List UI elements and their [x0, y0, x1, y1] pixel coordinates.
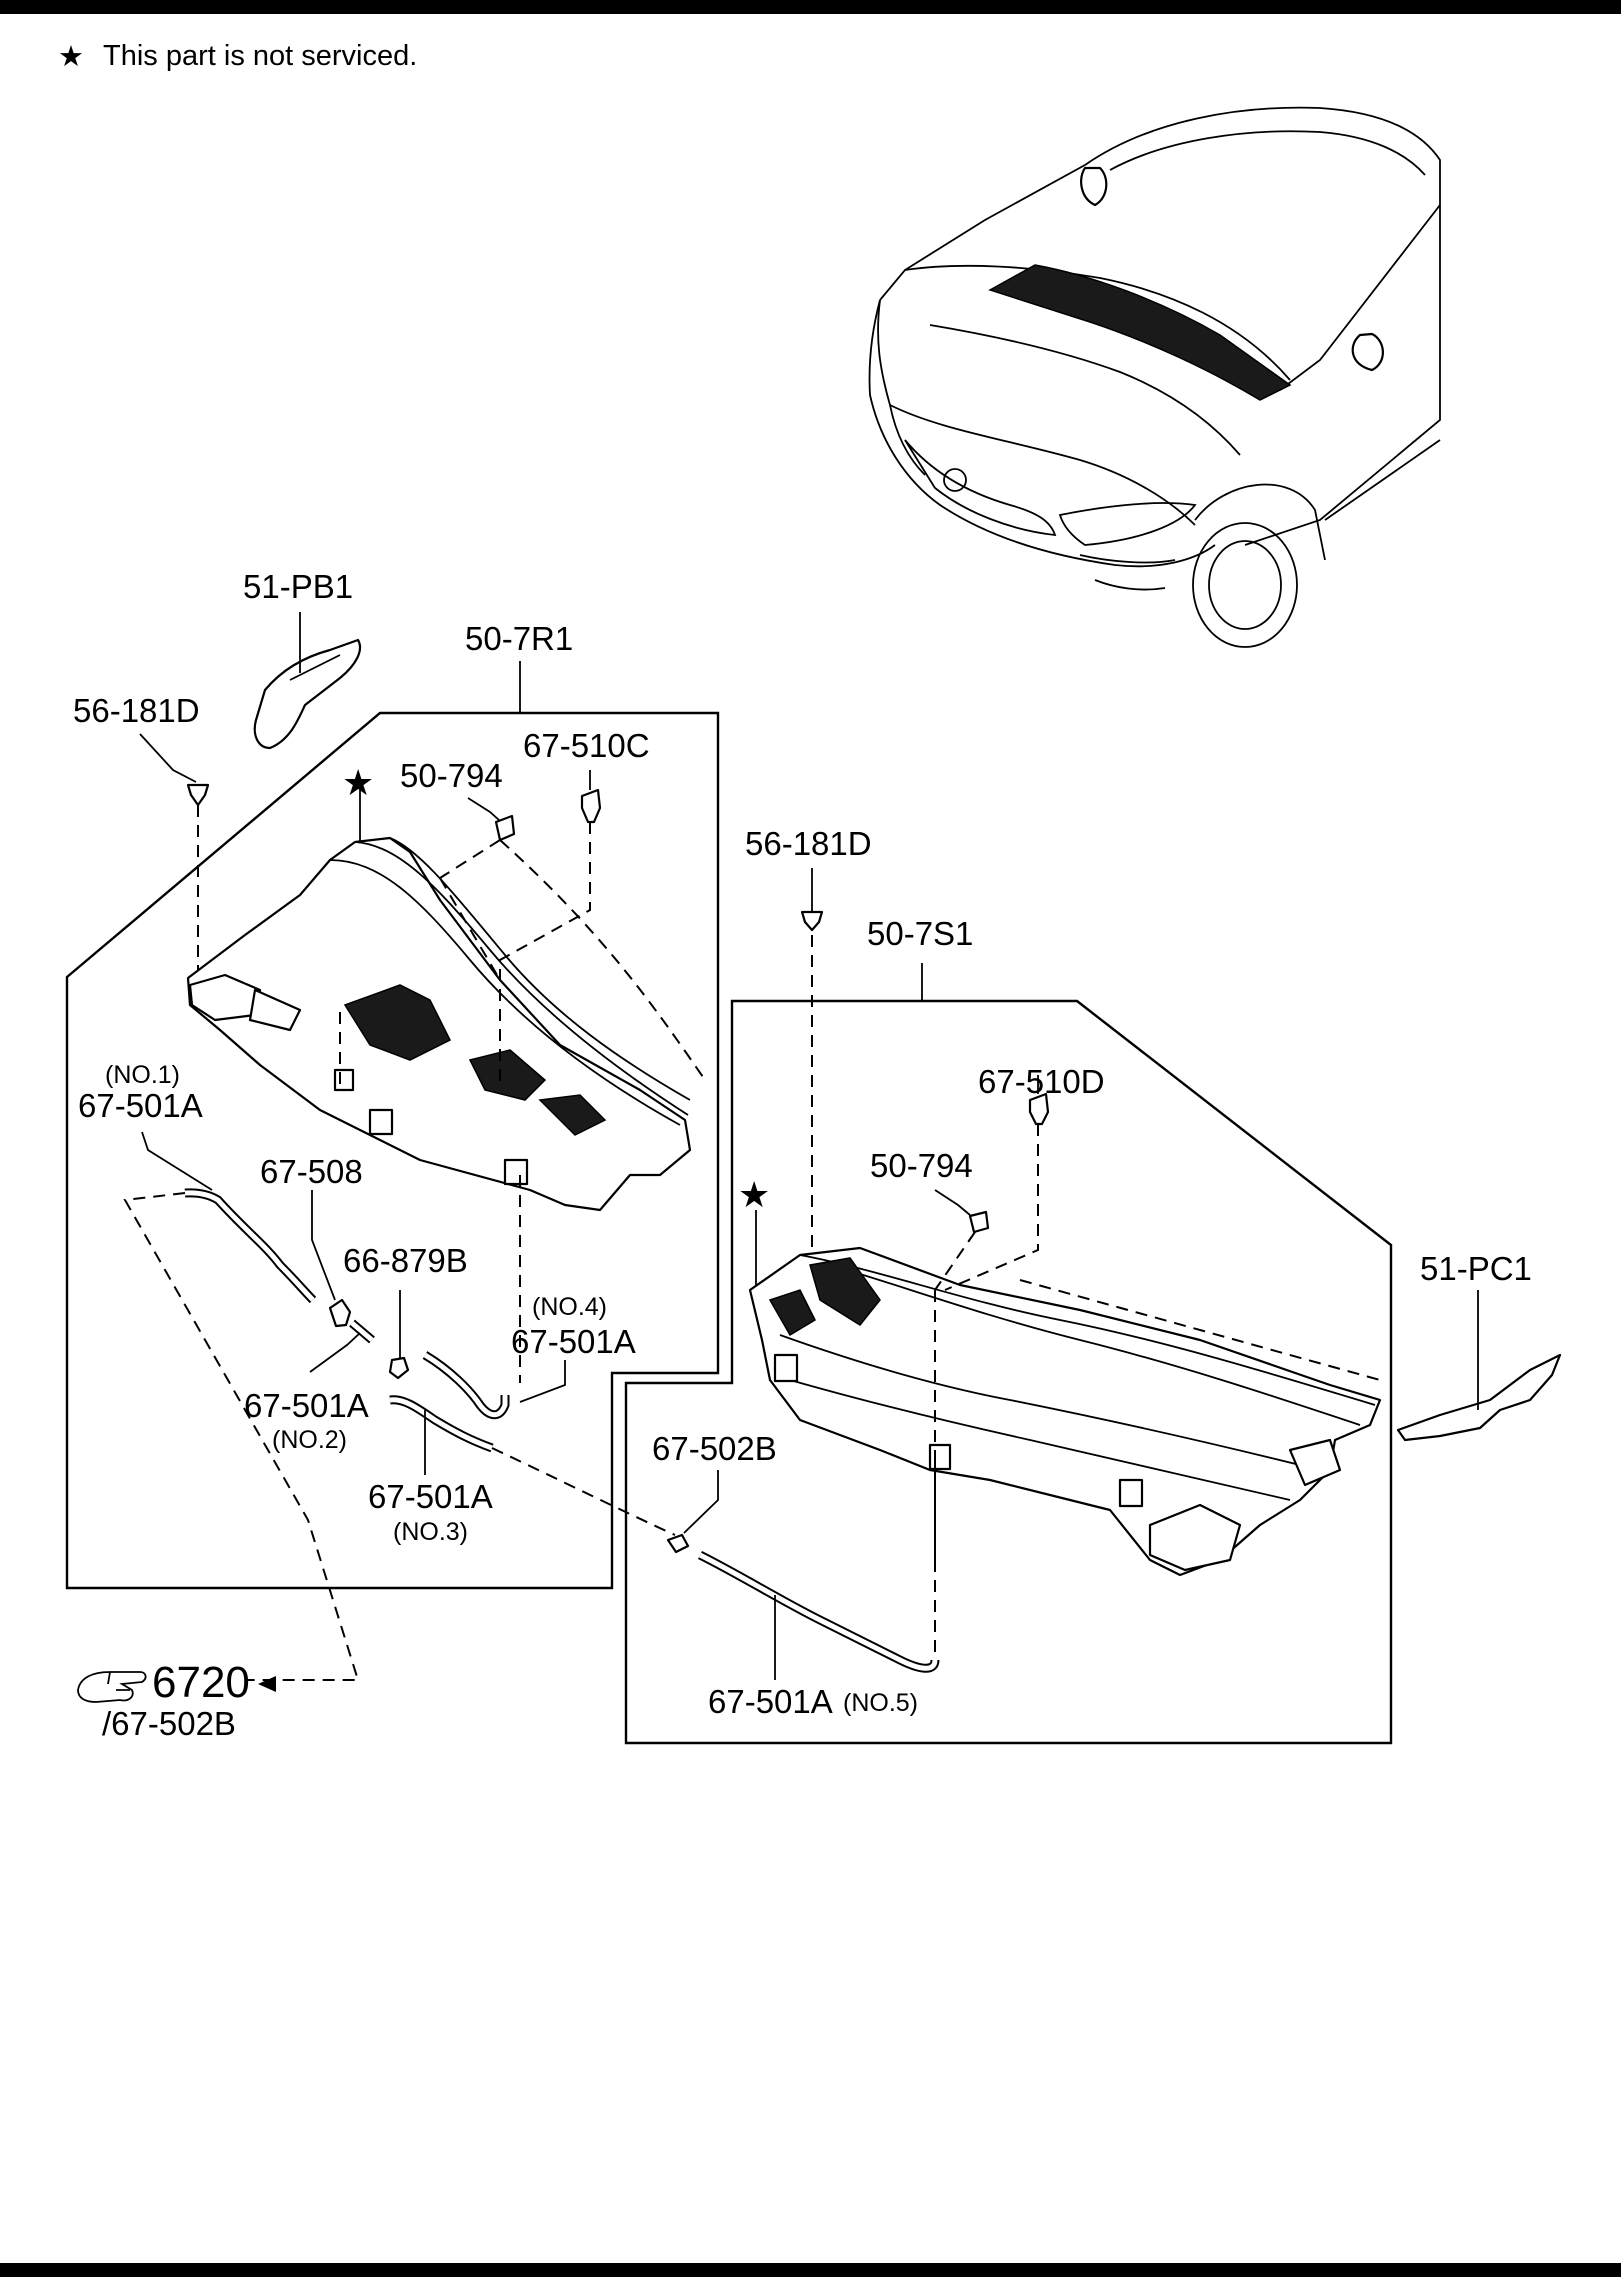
not-serviced-star-right: ★: [738, 1174, 770, 1215]
reference-part-number: /67-502B: [102, 1705, 236, 1742]
label-hose-clip: 66-879B: [343, 1242, 468, 1279]
vehicle-location-illustration: [868, 106, 1441, 648]
hose-clip-icon: [388, 1356, 410, 1380]
label-end-seal-left: 51-PB1: [243, 568, 353, 605]
washer-hose-no1-icon: [184, 1190, 315, 1302]
not-serviced-notice: ★ This part is not serviced.: [58, 40, 417, 73]
label-no2-tag: (NO.2): [272, 1426, 347, 1454]
label-cowl-grille-left: 50-7R1: [465, 620, 573, 657]
label-clip-left: 56-181D: [73, 692, 200, 729]
washer-hose-no5-icon: [698, 1552, 938, 1671]
hose-joint-icon: [328, 1298, 352, 1328]
label-check-valve: 67-502B: [652, 1430, 777, 1467]
notice-text: This part is not serviced.: [103, 40, 417, 72]
label-end-seal-right: 51-PC1: [1420, 1250, 1532, 1287]
left-group-boundary: [65, 711, 720, 1590]
arrow-left-icon: [258, 1676, 276, 1692]
label-hose-joint: 67-508: [260, 1153, 363, 1190]
end-seal-right-icon: [1396, 1353, 1562, 1442]
washer-nozzle-right-icon: [1028, 1092, 1050, 1126]
nut-right-icon: [968, 1210, 990, 1234]
label-nut-left: 50-794: [400, 757, 503, 794]
label-no1-tag: (NO.1): [105, 1061, 180, 1089]
label-cowl-grille-right: 50-7S1: [867, 915, 973, 952]
clip-left-icon: [186, 783, 210, 807]
not-serviced-star-left: ★: [342, 762, 374, 803]
label-hose-no5: 67-501A: [708, 1683, 833, 1720]
label-no3-tag: (NO.3): [393, 1518, 468, 1546]
pointing-hand-icon: [77, 1671, 147, 1703]
label-hose-no4: 67-501A: [511, 1323, 636, 1360]
reference-group-number: 6720: [152, 1658, 250, 1707]
label-hose-no3: 67-501A: [368, 1478, 493, 1515]
label-no5-tag: (NO.5): [843, 1689, 918, 1717]
label-nut-right: 50-794: [870, 1147, 973, 1184]
cowl-grille-left-group: ★: [65, 612, 720, 1681]
nut-left-icon: [494, 814, 516, 842]
callout-labels: 51-PB1 50-7R1 56-181D 50-794 67-510C (NO…: [73, 568, 1532, 1720]
label-nozzle-right: 67-510D: [978, 1063, 1105, 1100]
check-valve-icon: [666, 1533, 690, 1554]
label-hose-no1: 67-501A: [78, 1087, 203, 1124]
end-seal-left-icon: [253, 638, 362, 750]
washer-hose-no3-icon: [389, 1397, 493, 1451]
label-hose-no2: 67-501A: [244, 1387, 369, 1424]
label-no4-tag: (NO.4): [532, 1293, 607, 1321]
emblem-icon: [943, 468, 967, 492]
right-group-boundary: [624, 999, 1393, 1745]
label-nozzle-left: 67-510C: [523, 727, 650, 764]
cowl-grille-right-group: ★: [624, 868, 1562, 1745]
washer-hose-no4-icon: [423, 1352, 508, 1418]
washer-nozzle-left-icon: [580, 788, 602, 824]
top-border: [0, 0, 1621, 14]
washer-hose-no2-icon: [350, 1321, 374, 1342]
clip-right-icon: [800, 910, 824, 932]
group-reference[interactable]: 6720 /67-502B: [77, 1658, 276, 1742]
star-icon: ★: [58, 41, 84, 73]
label-clip-right: 56-181D: [745, 825, 872, 862]
front-wheel-icon: [1192, 522, 1298, 648]
bottom-border: [0, 2263, 1621, 2277]
